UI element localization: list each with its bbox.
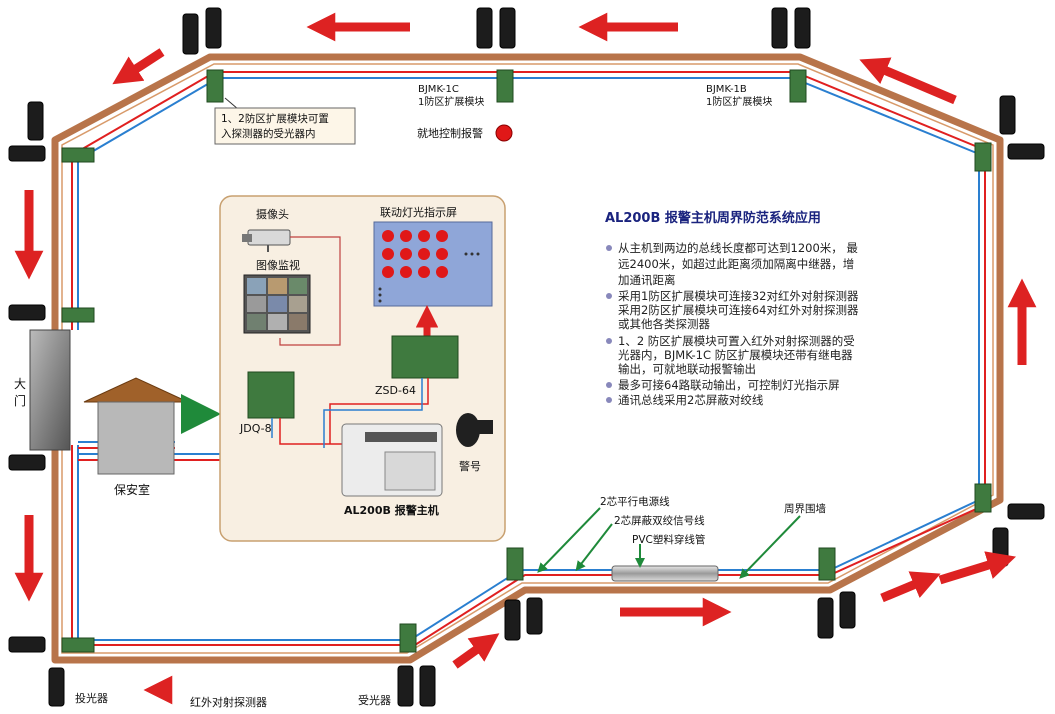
bullet-line: 或其他各类探测器 bbox=[618, 317, 710, 331]
detector-pair bbox=[8, 454, 46, 471]
callout-line-1: 1、2防区扩展模块可置 bbox=[221, 112, 329, 125]
expansion-module bbox=[206, 69, 224, 103]
gate bbox=[29, 329, 71, 451]
local-alarm-lamp bbox=[495, 124, 513, 142]
direction-arrows bbox=[14, 12, 1037, 705]
light-panel-label: 联动灯光指示屏 bbox=[380, 205, 457, 219]
bjmk1b-desc: 1防区扩展模块 bbox=[706, 95, 772, 108]
detector-pair bbox=[8, 636, 65, 707]
local-alarm-label: 就地控制报警 bbox=[417, 126, 483, 140]
bjmk1b-code: BJMK-1B bbox=[706, 84, 747, 95]
zsd64-board bbox=[391, 335, 459, 379]
pvc-pipe-label: PVC塑料穿线管 bbox=[632, 533, 705, 546]
bullet-line: 加通讯距离 bbox=[618, 273, 676, 287]
bjmk1c-code: BJMK-1C bbox=[418, 84, 459, 95]
infrared-detectors bbox=[8, 7, 1045, 707]
monitor-label: 图像监视 bbox=[256, 258, 300, 272]
bullet-list: 从主机到两边的总线长度都可达到1200米， 最 远2400米，如超过此距离须加隔… bbox=[606, 241, 859, 407]
light-panel bbox=[373, 221, 493, 307]
bullet-line: 1、2 防区扩展模块可置入红外对射探测器的受 bbox=[618, 334, 855, 348]
detector-pair bbox=[999, 95, 1045, 160]
guard-room-label: 保安室 bbox=[114, 482, 150, 497]
bullet-dot bbox=[606, 397, 612, 403]
bullet-line: 输出，可就地联动报警输出 bbox=[618, 362, 756, 376]
detector-pair bbox=[771, 7, 811, 49]
expansion-modules bbox=[61, 69, 992, 653]
zsd64-label: ZSD-64 bbox=[375, 384, 416, 397]
detector-label: 红外对射探测器 bbox=[190, 695, 267, 709]
annotation-pointers bbox=[537, 507, 801, 579]
expansion-module bbox=[974, 483, 992, 513]
bullet-line: 采用1防区扩展模块可连接32对红外对射探测器 bbox=[618, 289, 859, 303]
bullet-dot bbox=[606, 338, 612, 344]
jdq8-board bbox=[247, 371, 295, 419]
detector-pair bbox=[397, 665, 436, 707]
expansion-module bbox=[789, 69, 807, 103]
expansion-module bbox=[61, 147, 95, 163]
panel-cables bbox=[271, 378, 429, 448]
gate-label-1: 大 bbox=[14, 377, 26, 391]
bullet-line: 从主机到两边的总线长度都可达到1200米， 最 bbox=[618, 241, 858, 255]
power-line-label: 2芯平行电源线 bbox=[600, 495, 670, 508]
expansion-module bbox=[818, 547, 836, 581]
alarm-host bbox=[341, 423, 443, 497]
expansion-module bbox=[506, 547, 524, 581]
detector-pair bbox=[504, 597, 543, 641]
expansion-module bbox=[61, 637, 95, 653]
callout-line-2: 入探测器的受光器内 bbox=[221, 127, 316, 140]
receiver-label: 受光器 bbox=[358, 693, 391, 707]
detector-pair bbox=[182, 7, 222, 55]
expansion-module bbox=[399, 623, 417, 653]
expansion-module bbox=[974, 142, 992, 172]
wall-label: 周界围墙 bbox=[784, 502, 826, 515]
expansion-module bbox=[61, 307, 95, 323]
bjmk1c-desc: 1防区扩展模块 bbox=[418, 95, 484, 108]
bullet-line: 采用2防区扩展模块可连接64对红外对射探测器 bbox=[618, 303, 859, 317]
bullet-dot bbox=[606, 382, 612, 388]
bullet-line: 光器内，BJMK-1C 防区扩展模块还带有继电器 bbox=[618, 348, 853, 362]
bullet-dot bbox=[606, 245, 612, 251]
detector-pair bbox=[8, 304, 46, 321]
bullet-line: 远2400米，如超过此距离须加隔离中继器，增 bbox=[618, 257, 854, 271]
pvc-pipe bbox=[611, 565, 719, 582]
detector-pair bbox=[476, 7, 516, 49]
callout: 1、2防区扩展模块可置 入探测器的受光器内 bbox=[214, 97, 356, 145]
siren-icon bbox=[456, 413, 493, 447]
camera-label: 摄像头 bbox=[256, 207, 289, 221]
bullet-dot bbox=[606, 293, 612, 299]
system-title: AL200B 报警主机周界防范系统应用 bbox=[605, 210, 821, 226]
detector-pair bbox=[8, 101, 46, 162]
expansion-module bbox=[496, 69, 514, 103]
jdq8-label: JDQ-8 bbox=[239, 422, 272, 435]
monitor-icon bbox=[243, 274, 311, 334]
bullet-line: 通讯总线采用2芯屏蔽对绞线 bbox=[618, 393, 764, 407]
gate-label-2: 门 bbox=[14, 393, 26, 408]
emitter-label: 投光器 bbox=[75, 691, 108, 705]
siren-label: 警号 bbox=[459, 459, 481, 473]
detector-pair bbox=[817, 591, 856, 639]
signal-line-label: 2芯屏蔽双绞信号线 bbox=[614, 514, 705, 527]
bullet-line: 最多可接64路联动输出，可控制灯光指示屏 bbox=[618, 378, 840, 392]
camera-cable bbox=[279, 236, 341, 346]
guard-room bbox=[83, 377, 189, 475]
host-label: AL200B 报警主机 bbox=[344, 503, 439, 517]
